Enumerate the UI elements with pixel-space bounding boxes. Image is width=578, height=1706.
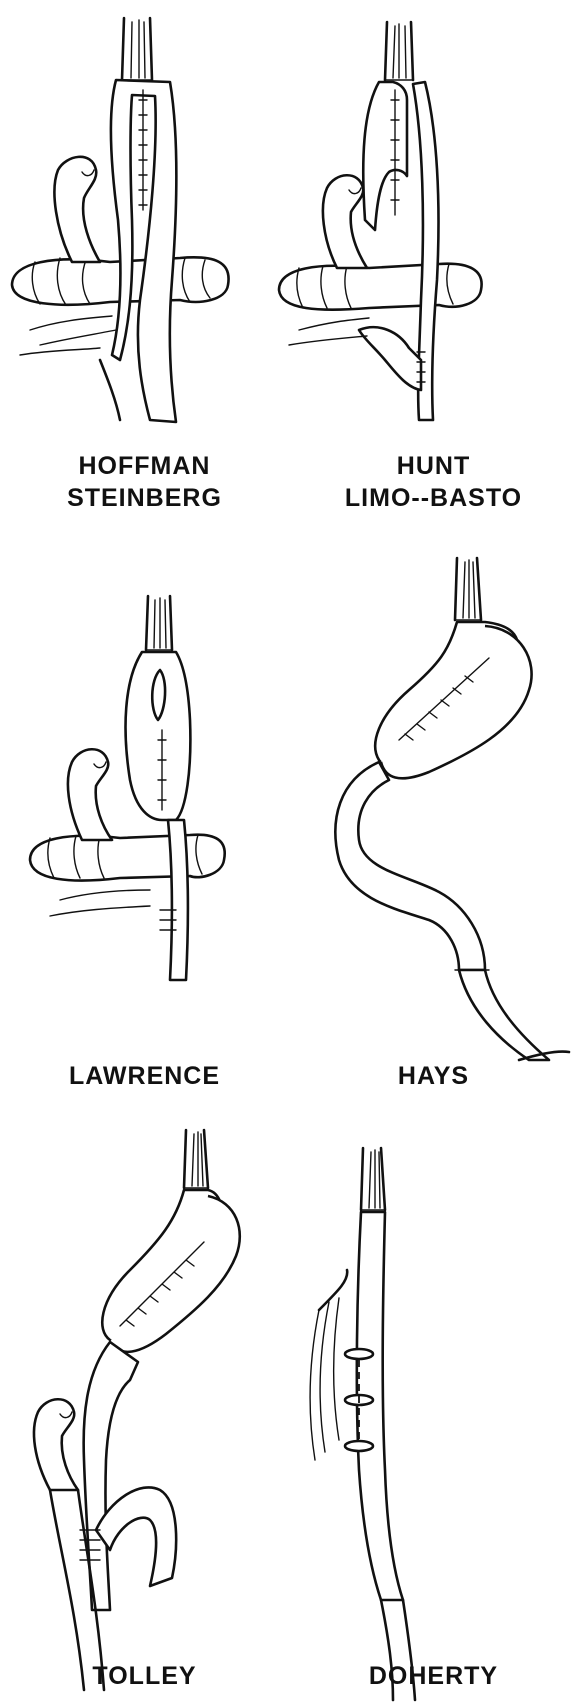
label-doherty: DOHERTY bbox=[289, 1660, 578, 1692]
figure-lawrence: LAWRENCE bbox=[0, 540, 289, 1120]
label-line: HUNT bbox=[289, 450, 578, 482]
hoffman-steinberg-illustration bbox=[0, 0, 289, 520]
figure-hays: HAYS bbox=[289, 540, 578, 1120]
label-line: HAYS bbox=[289, 1060, 578, 1092]
figure-hoffman-steinberg: HOFFMAN STEINBERG bbox=[0, 0, 289, 520]
figure-tolley: TOLLEY bbox=[0, 1130, 289, 1706]
label-line: TOLLEY bbox=[0, 1660, 289, 1692]
label-hays: HAYS bbox=[289, 1060, 578, 1092]
label-line: HOFFMAN bbox=[0, 450, 289, 482]
label-line: LAWRENCE bbox=[0, 1060, 289, 1092]
hunt-limo-basto-illustration bbox=[289, 0, 578, 520]
figure-doherty: DOHERTY bbox=[289, 1130, 578, 1706]
label-line: LIMO--BASTO bbox=[289, 482, 578, 514]
lawrence-illustration bbox=[0, 540, 289, 1120]
figure-hunt-limo-basto: HUNT LIMO--BASTO bbox=[289, 0, 578, 520]
label-hoffman-steinberg: HOFFMAN STEINBERG bbox=[0, 450, 289, 514]
label-hunt-limo-basto: HUNT LIMO--BASTO bbox=[289, 450, 578, 514]
hays-illustration bbox=[289, 540, 578, 1120]
label-line: STEINBERG bbox=[0, 482, 289, 514]
doherty-illustration bbox=[289, 1130, 578, 1706]
label-lawrence: LAWRENCE bbox=[0, 1060, 289, 1092]
label-line: DOHERTY bbox=[289, 1660, 578, 1692]
label-tolley: TOLLEY bbox=[0, 1660, 289, 1692]
tolley-illustration bbox=[0, 1130, 289, 1706]
